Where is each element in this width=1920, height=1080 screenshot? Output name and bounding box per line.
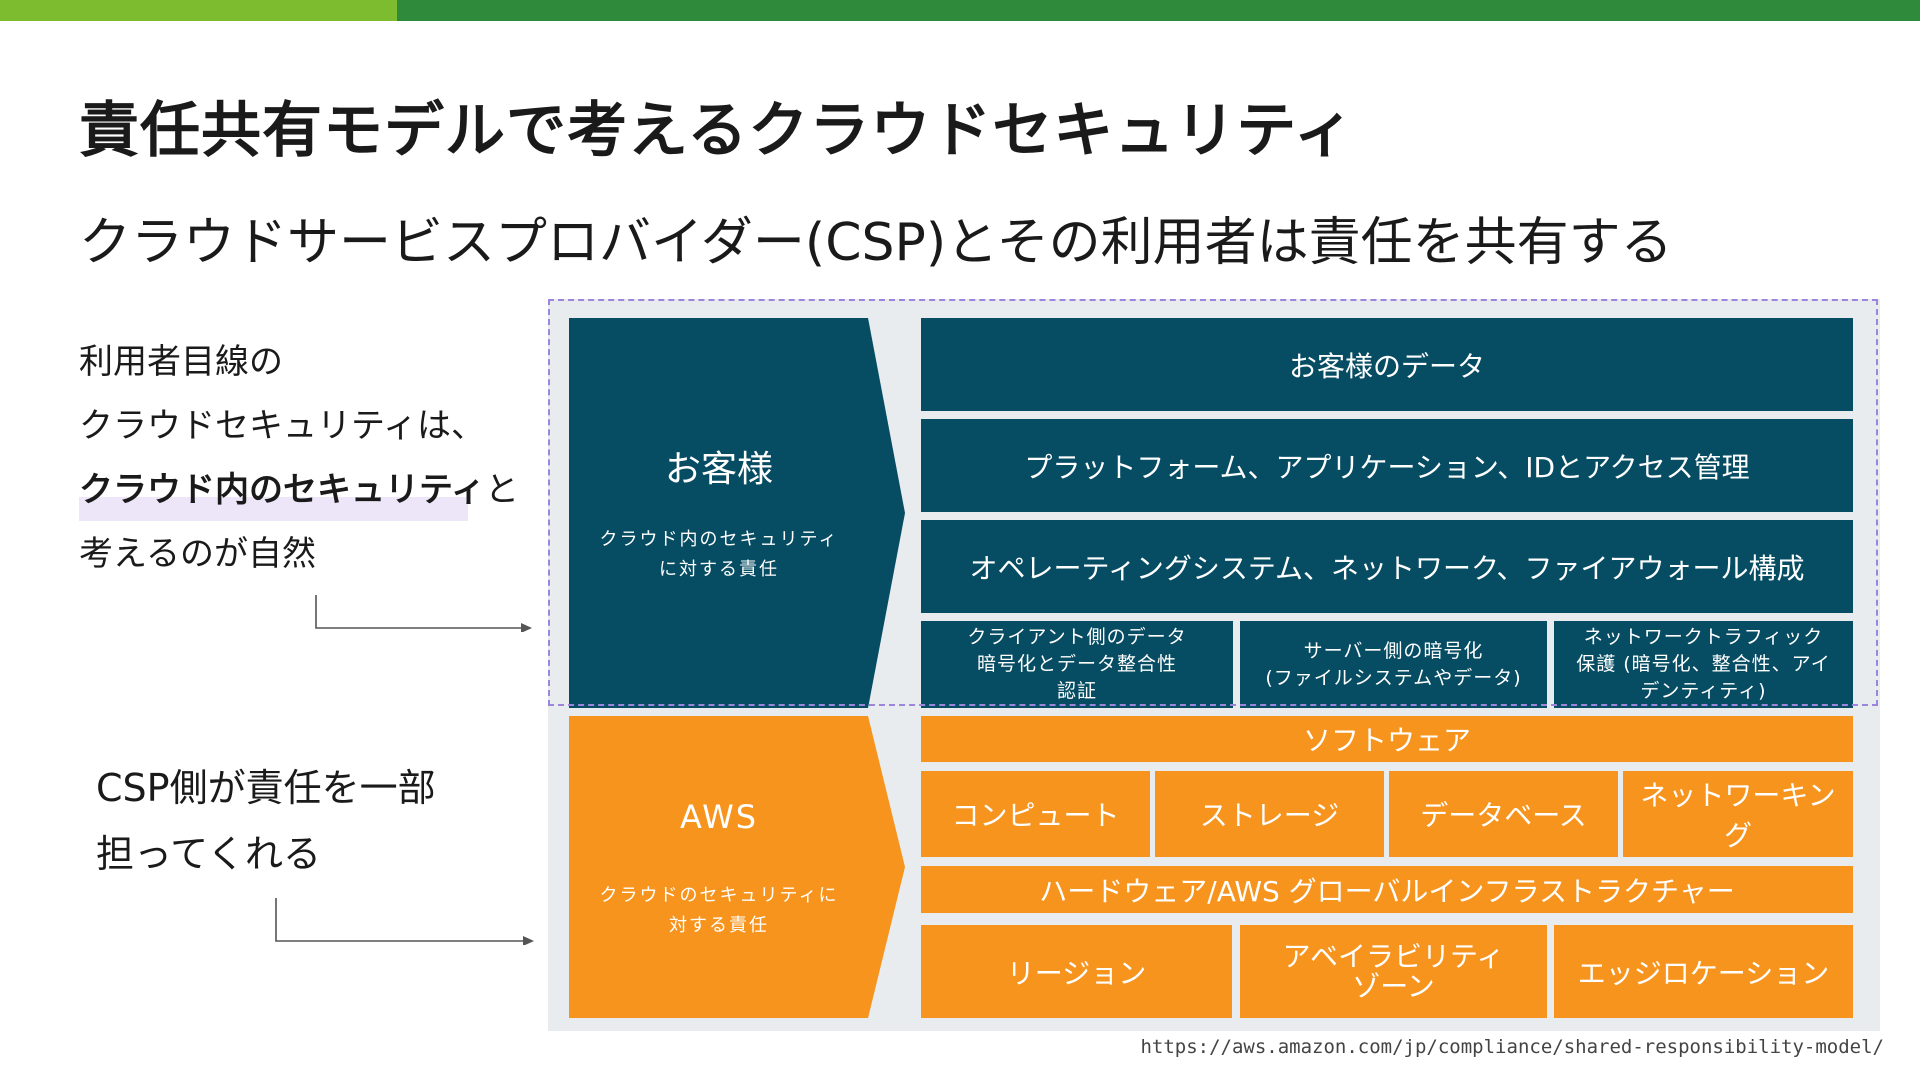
- layer-text-line: サーバー側の暗号化: [1303, 639, 1484, 662]
- aws-subtitle-line: クラウドのセキュリティに: [599, 885, 839, 906]
- compute-layer: コンピュート: [921, 771, 1150, 857]
- layer-text-line: クライアント側のデータ: [967, 626, 1187, 648]
- note-line: クラウド内のセキュリティと: [79, 458, 519, 522]
- layer-text-line: アベイラビリティ: [1282, 939, 1505, 973]
- layer-text-line: 保護 (暗号化、整合性、アイ: [1576, 653, 1831, 675]
- hardware-infrastructure-layer: ハードウェア/AWS グローバルインフラストラクチャー: [921, 866, 1853, 913]
- text-highlight: [79, 497, 468, 521]
- page-title: 責任共有モデルで考えるクラウドセキュリティ: [79, 96, 1355, 166]
- layer-text-line: (ファイルシステムやデータ): [1265, 666, 1522, 689]
- platform-layer: プラットフォーム、アプリケーション、IDとアクセス管理: [921, 419, 1853, 512]
- top-bar-accent-dark: [397, 0, 1920, 21]
- aws-title: AWS: [679, 798, 759, 836]
- software-layer: ソフトウェア: [921, 716, 1853, 762]
- note-line: 利用者目線の: [79, 342, 283, 382]
- source-url[interactable]: https://aws.amazon.com/jp/compliance/sha…: [1140, 1036, 1884, 1058]
- os-network-layer: オペレーティングシステム、ネットワーク、ファイアウォール構成: [921, 520, 1853, 613]
- user-perspective-note: 利用者目線の クラウドセキュリティは、 クラウド内のセキュリティと 考えるのが自…: [79, 330, 519, 586]
- layer-text-line: 認証: [1056, 680, 1097, 702]
- layer-text-line: デンティティ): [1640, 680, 1767, 702]
- client-side-encryption-layer: クライアント側のデータ 暗号化とデータ整合性 認証: [921, 621, 1233, 708]
- csp-note: CSP側が責任を一部 担ってくれる: [96, 755, 436, 887]
- note-emphasis: クラウド内のセキュリティ: [79, 470, 485, 510]
- customer-subtitle-line: に対する責任: [659, 559, 779, 580]
- page-subtitle: クラウドサービスプロバイダー(CSP)とその利用者は責任を共有する: [79, 213, 1673, 273]
- database-layer: データベース: [1389, 771, 1618, 857]
- note-line: 考えるのが自然: [79, 534, 316, 574]
- note-line: CSP側が責任を一部: [96, 766, 436, 810]
- customer-title: お客様: [664, 449, 773, 490]
- aws-subtitle: クラウドのセキュリティに 対する責任: [569, 881, 869, 941]
- customer-subtitle-line: クラウド内のセキュリティ: [599, 529, 839, 550]
- network-traffic-protection-layer: ネットワークトラフィック 保護 (暗号化、整合性、アイ デンティティ): [1554, 621, 1853, 708]
- layer-text-line: 暗号化とデータ整合性: [976, 653, 1177, 675]
- aws-subtitle-line: 対する責任: [669, 915, 769, 936]
- top-bar-accent-light: [0, 0, 397, 21]
- networking-layer: ネットワーキング: [1623, 771, 1853, 857]
- availability-zones-layer: アベイラビリティ ゾーン: [1240, 925, 1547, 1018]
- note-text: と: [484, 470, 519, 510]
- aws-chevron: AWS クラウドのセキュリティに 対する責任: [569, 716, 905, 1018]
- regions-layer: リージョン: [921, 925, 1232, 1018]
- customer-chevron: お客様 クラウド内のセキュリティ に対する責任: [569, 318, 905, 708]
- edge-locations-layer: エッジロケーション: [1554, 925, 1853, 1018]
- arrow-icon: [315, 595, 532, 632]
- layer-text-line: ゾーン: [1352, 969, 1435, 1003]
- server-side-encryption-layer: サーバー側の暗号化 (ファイルシステムやデータ): [1240, 621, 1547, 708]
- layer-text-line: ネットワークトラフィック: [1583, 626, 1824, 648]
- customer-subtitle: クラウド内のセキュリティ に対する責任: [569, 525, 869, 585]
- customer-responsibility-outline: [548, 299, 1878, 706]
- customer-data-layer: お客様のデータ: [921, 318, 1853, 411]
- note-line: 担ってくれる: [96, 832, 321, 876]
- note-line: クラウドセキュリティは、: [79, 406, 485, 446]
- storage-layer: ストレージ: [1155, 771, 1384, 857]
- arrow-icon: [275, 898, 534, 945]
